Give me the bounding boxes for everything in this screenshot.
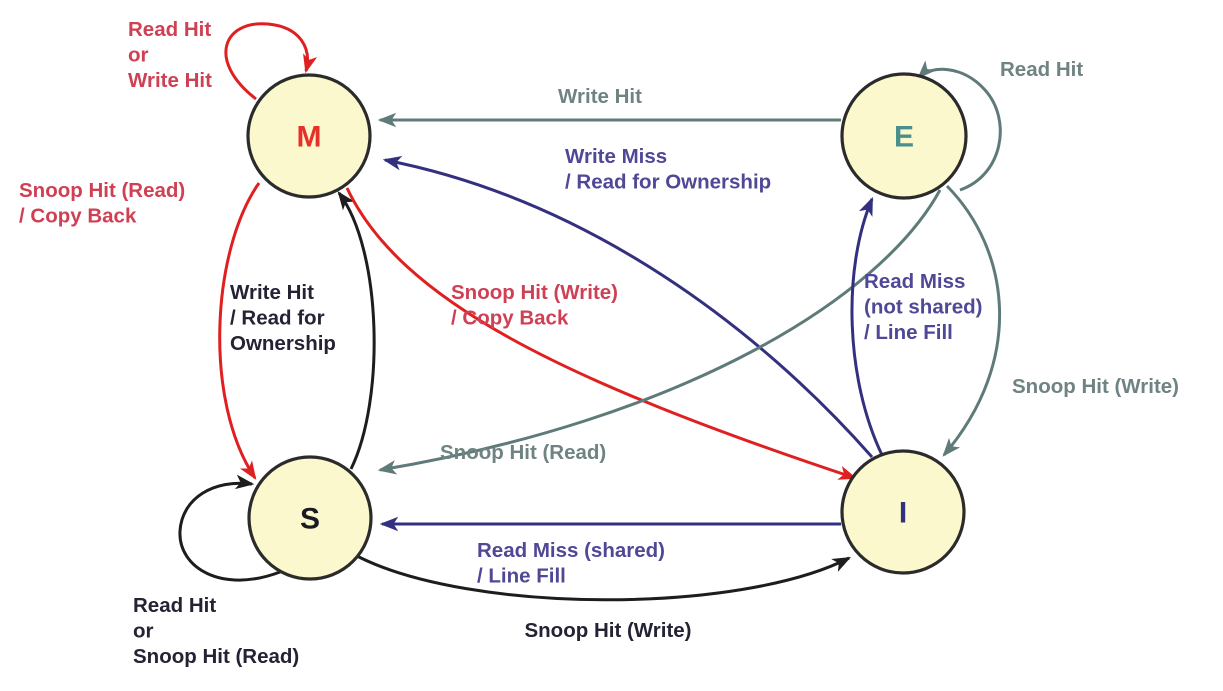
edge-i-to-m-write-miss: [382, 155, 874, 458]
state-node-i-label: I: [899, 497, 907, 530]
state-node-s-label: S: [300, 503, 320, 536]
edge-m-self-loop: [224, 22, 318, 101]
edge-label-line: Write Hit: [230, 281, 314, 304]
edge-label-m-to-s: Snoop Hit (Read) / Copy Back: [19, 179, 185, 228]
edge-label-line: Write Miss: [565, 145, 667, 168]
edge-e-to-i-snoop-write: [942, 184, 1002, 457]
state-node-e-circle[interactable]: [840, 72, 968, 200]
edge-label-line: Write Hit: [128, 69, 212, 92]
state-node-i-circle[interactable]: [840, 449, 966, 575]
edge-label-line: Read Hit: [1000, 58, 1083, 81]
edge-label-line: Snoop Hit (Write): [524, 619, 691, 642]
edge-label-line: Snoop Hit (Write): [1012, 375, 1179, 398]
edge-e-to-s-snoop-read: [377, 189, 942, 475]
nodes-layer: M E S I: [246, 72, 968, 581]
edge-label-line: (not shared): [864, 296, 982, 319]
edge-label-line: / Line Fill: [477, 565, 566, 588]
edge-label-line: Read Miss (shared): [477, 539, 665, 562]
edge-s-to-m-write-hit: [337, 191, 376, 470]
edge-label-line: Read Miss: [864, 270, 965, 293]
edge-label-line: / Copy Back: [451, 307, 569, 330]
edge-label-line: Snoop Hit (Write): [451, 281, 618, 304]
state-node-s-circle[interactable]: [247, 455, 373, 581]
edge-label-m-to-i: Snoop Hit (Write) / Copy Back: [451, 281, 618, 330]
edge-m-to-i-snoop-write: [345, 187, 858, 480]
state-node-m[interactable]: M: [246, 73, 372, 199]
edge-label-i-to-s: Read Miss (shared) / Line Fill: [477, 539, 665, 588]
edge-label-s-to-i: Snoop Hit (Write): [524, 619, 691, 642]
edge-label-line: Read Hit: [133, 594, 216, 617]
edge-label-line: Read Hit: [128, 18, 211, 41]
state-node-e-label: E: [894, 121, 914, 154]
edges-layer: [178, 22, 1002, 602]
edge-label-e-to-m-blue: Write Miss / Read for Ownership: [565, 145, 771, 194]
edge-s-self-loop: [178, 474, 281, 582]
edge-label-line: / Read for Ownership: [565, 171, 771, 194]
state-node-i[interactable]: I: [840, 449, 966, 575]
edge-label-e-to-i: Snoop Hit (Write): [1012, 375, 1179, 398]
state-node-s[interactable]: S: [247, 455, 373, 581]
state-node-e[interactable]: E: [840, 72, 968, 200]
edge-label-e-self: Read Hit: [1000, 58, 1083, 81]
edge-i-to-e-read-miss: [850, 196, 884, 456]
edge-label-line: or: [133, 620, 154, 643]
edge-m-to-s-snoop-read: [218, 182, 261, 480]
edge-label-line: or: [128, 44, 149, 67]
edge-label-line: / Copy Back: [19, 205, 137, 228]
edge-label-line: Snoop Hit (Read): [440, 441, 606, 464]
edge-label-line: Write Hit: [558, 85, 642, 108]
edge-label-e-to-s: Snoop Hit (Read): [440, 441, 606, 464]
edge-label-line: Ownership: [230, 332, 336, 355]
edge-e-self-loop: [917, 60, 1002, 192]
edge-label-line: / Read for: [230, 307, 325, 330]
edge-s-to-i-snoop-write: [356, 554, 852, 602]
edge-label-line: Snoop Hit (Read): [133, 645, 299, 668]
state-node-m-circle[interactable]: [246, 73, 372, 199]
edge-label-e-to-m: Write Hit: [558, 85, 642, 108]
state-node-m-label: M: [297, 121, 322, 154]
edge-label-line: Snoop Hit (Read): [19, 179, 185, 202]
edge-label-i-to-e: Read Miss (not shared)/ Line Fill: [864, 270, 982, 344]
edge-label-line: / Line Fill: [864, 321, 953, 344]
